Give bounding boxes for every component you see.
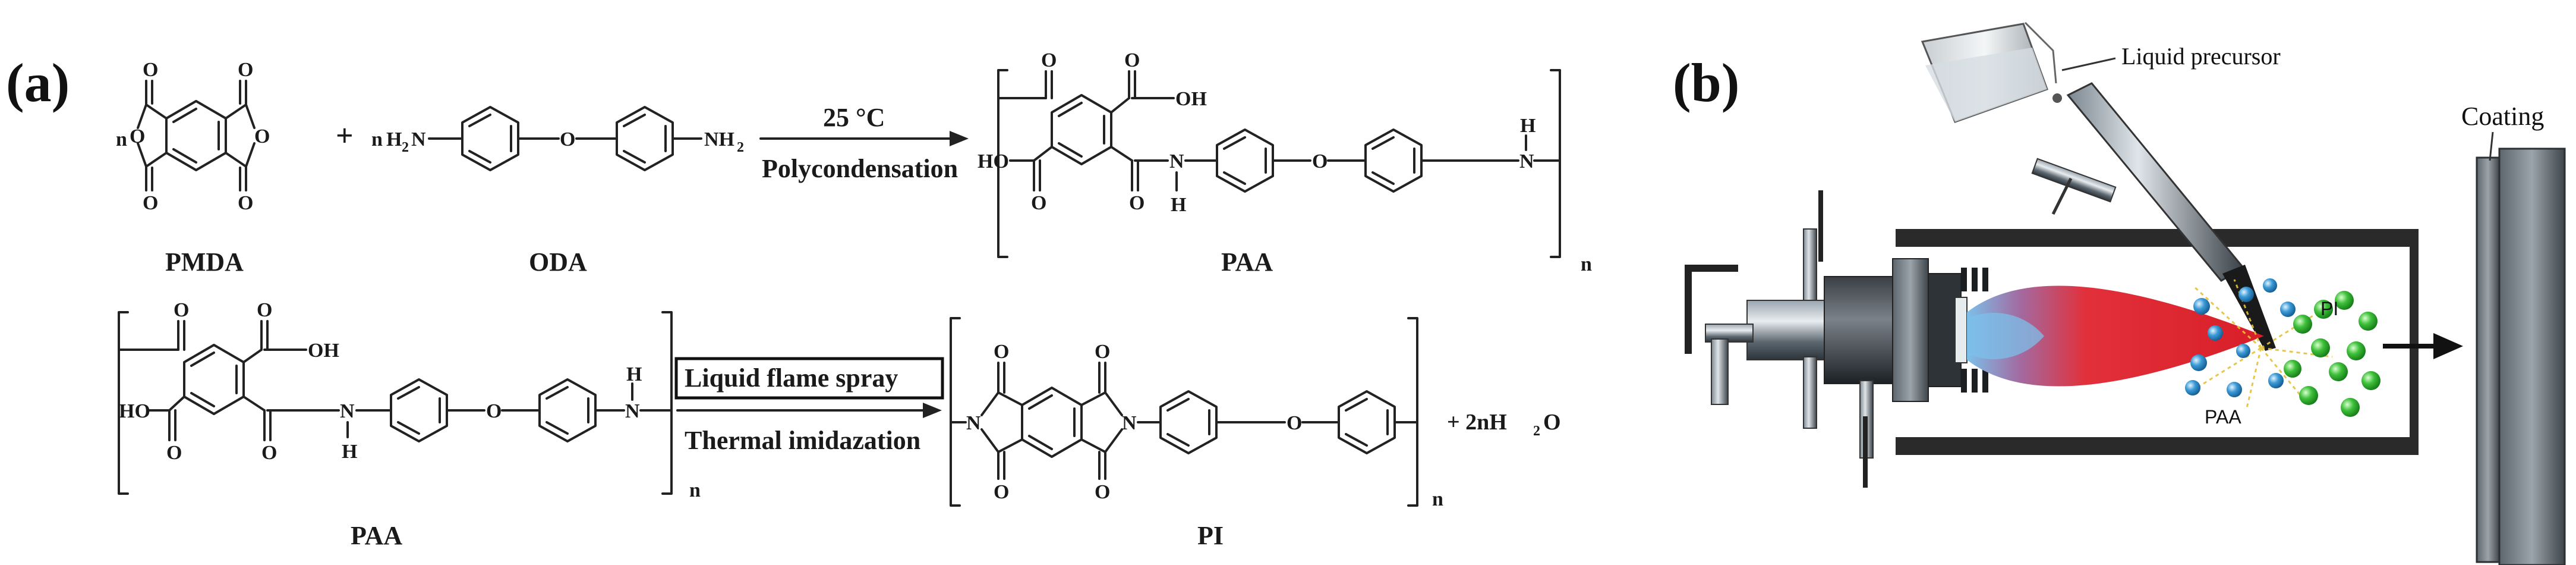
- substrate: [2476, 156, 2501, 563]
- paa-bottom-amide-h-1: H: [342, 441, 357, 463]
- coating-label: Coating: [2461, 102, 2544, 131]
- paa-top-carbonyl-o-1: O: [1041, 49, 1057, 71]
- paa-particles: [2185, 278, 2296, 397]
- paa-top-amide-h-2: H: [1520, 115, 1535, 137]
- liquid-flame-spray-box: [674, 357, 944, 400]
- panel-b-label: (b): [1673, 52, 1739, 113]
- oda-amine-right: NH: [704, 128, 734, 150]
- torch-flange: [1892, 258, 1929, 402]
- oda-amine-left-n: N: [411, 128, 426, 150]
- paa-top-carbonyl-o-2: O: [1124, 49, 1140, 71]
- direction-arrow: [2433, 333, 2463, 359]
- pmda-o-top-left: O: [143, 59, 158, 81]
- paa-bottom-carbonyl-o-2: O: [257, 299, 272, 321]
- beaker-icon: [1921, 21, 2062, 123]
- paa-top-carbonyl-o-4: O: [1129, 192, 1144, 214]
- water-byproduct: + 2nH 2 O: [1447, 410, 1561, 439]
- paa-bottom-carbonyl-o-3: O: [166, 442, 182, 464]
- pi-ether-o: O: [1287, 412, 1302, 434]
- panel-a-label: (a): [6, 52, 70, 113]
- byproduct-end: O: [1543, 410, 1561, 435]
- chamber-bottom-wall: [1896, 437, 2419, 455]
- pi-particles: [2284, 291, 2380, 417]
- pmda-o-bottom-left: O: [143, 192, 158, 214]
- condition-thermal-imidazation: Thermal imidazation: [685, 426, 920, 455]
- paa-bottom-ether-o: O: [486, 400, 502, 422]
- pmda-n-prefix: n: [116, 128, 127, 150]
- pi-o-top-right: O: [1095, 341, 1110, 363]
- pmda-name: PMDA: [165, 247, 244, 277]
- paa-top-amide-n-2: N: [1519, 150, 1534, 172]
- pi-structure: N O O O O N O: [950, 317, 1443, 510]
- pmda-o-top-right: O: [238, 59, 253, 81]
- pmda-ring-o-right: O: [254, 125, 270, 147]
- paa-top-ether-o: O: [1312, 150, 1328, 172]
- pi-o-top-left: O: [994, 341, 1009, 363]
- paa-top-ho: HO: [978, 150, 1009, 172]
- byproduct-text: + 2nH: [1447, 410, 1507, 435]
- paa-top-amide-n-1: N: [1169, 150, 1184, 172]
- oda-structure: n H 2 N O NH 2: [371, 106, 744, 171]
- oda-name: ODA: [529, 247, 587, 277]
- pi-o-bottom-left: O: [994, 481, 1009, 503]
- spray-rays: [2192, 279, 2333, 411]
- paa-top-amide-h-1: H: [1171, 194, 1186, 216]
- paa-product-top: O O OH O HO O N H O: [978, 49, 1592, 275]
- condition-temperature: 25 °C: [823, 103, 885, 132]
- pi-label: PI: [2320, 298, 2338, 319]
- paa-top-oh: OH: [1175, 88, 1207, 110]
- condition-liquid-flame-spray: Liquid flame spray: [685, 363, 898, 393]
- paa-label: PAA: [2205, 406, 2241, 428]
- oda-ether-o: O: [560, 128, 575, 150]
- oda-amine-left-h: H: [386, 128, 402, 150]
- byproduct-sub: 2: [1533, 423, 1540, 439]
- pi-repeat-n: n: [1432, 488, 1443, 510]
- oda-amine-left-sub: 2: [402, 140, 409, 155]
- liquid-precursor-label: Liquid precursor: [2121, 43, 2281, 70]
- paa-top-carbonyl-o-3: O: [1031, 192, 1046, 214]
- pi-imide-n-left: N: [966, 412, 981, 434]
- plus-sign: +: [336, 119, 354, 153]
- flame: [1967, 285, 2264, 387]
- torch-inlet: [1746, 300, 1825, 360]
- paa-bottom-amide-n-2: N: [625, 400, 640, 422]
- pmda-structure: n O O O O O O: [116, 59, 270, 214]
- pmda-o-bottom-right: O: [238, 192, 253, 214]
- injector-tip: [2222, 265, 2276, 351]
- pi-imide-n-right: N: [1122, 412, 1137, 434]
- paa-bottom-amide-n-1: N: [340, 400, 355, 422]
- paa-bottom-amide-h-2: H: [626, 363, 642, 385]
- oda-amine-right-sub: 2: [737, 140, 744, 155]
- paa-top-name: PAA: [1221, 247, 1273, 277]
- paa-bottom-carbonyl-o-1: O: [174, 299, 189, 321]
- paa-reactant-bottom: O O OH O HO O N H O: [118, 299, 701, 501]
- pmda-ring-o-left: O: [130, 125, 145, 147]
- reaction-arrow-1: 25 °C Polycondensation: [759, 103, 969, 183]
- reaction-arrow-2: Liquid flame spray Thermal imidazation: [674, 357, 944, 455]
- paa-bottom-name: PAA: [351, 521, 402, 550]
- paa-bottom-oh: OH: [308, 340, 339, 362]
- condition-polycondensation: Polycondensation: [762, 154, 958, 183]
- oda-n-prefix: n: [371, 128, 383, 150]
- torch-body: [1824, 276, 1896, 384]
- flame-spray-apparatus: Liquid precursor: [1685, 21, 2566, 565]
- pi-name: PI: [1197, 521, 1224, 550]
- pi-o-bottom-right: O: [1095, 481, 1110, 503]
- chamber-top-wall: [1896, 229, 2419, 247]
- paa-bottom-carbonyl-o-4: O: [261, 442, 277, 464]
- paa-bottom-ho: HO: [119, 400, 150, 422]
- paa-top-repeat-n: n: [1581, 253, 1592, 275]
- paa-bottom-repeat-n: n: [689, 479, 701, 501]
